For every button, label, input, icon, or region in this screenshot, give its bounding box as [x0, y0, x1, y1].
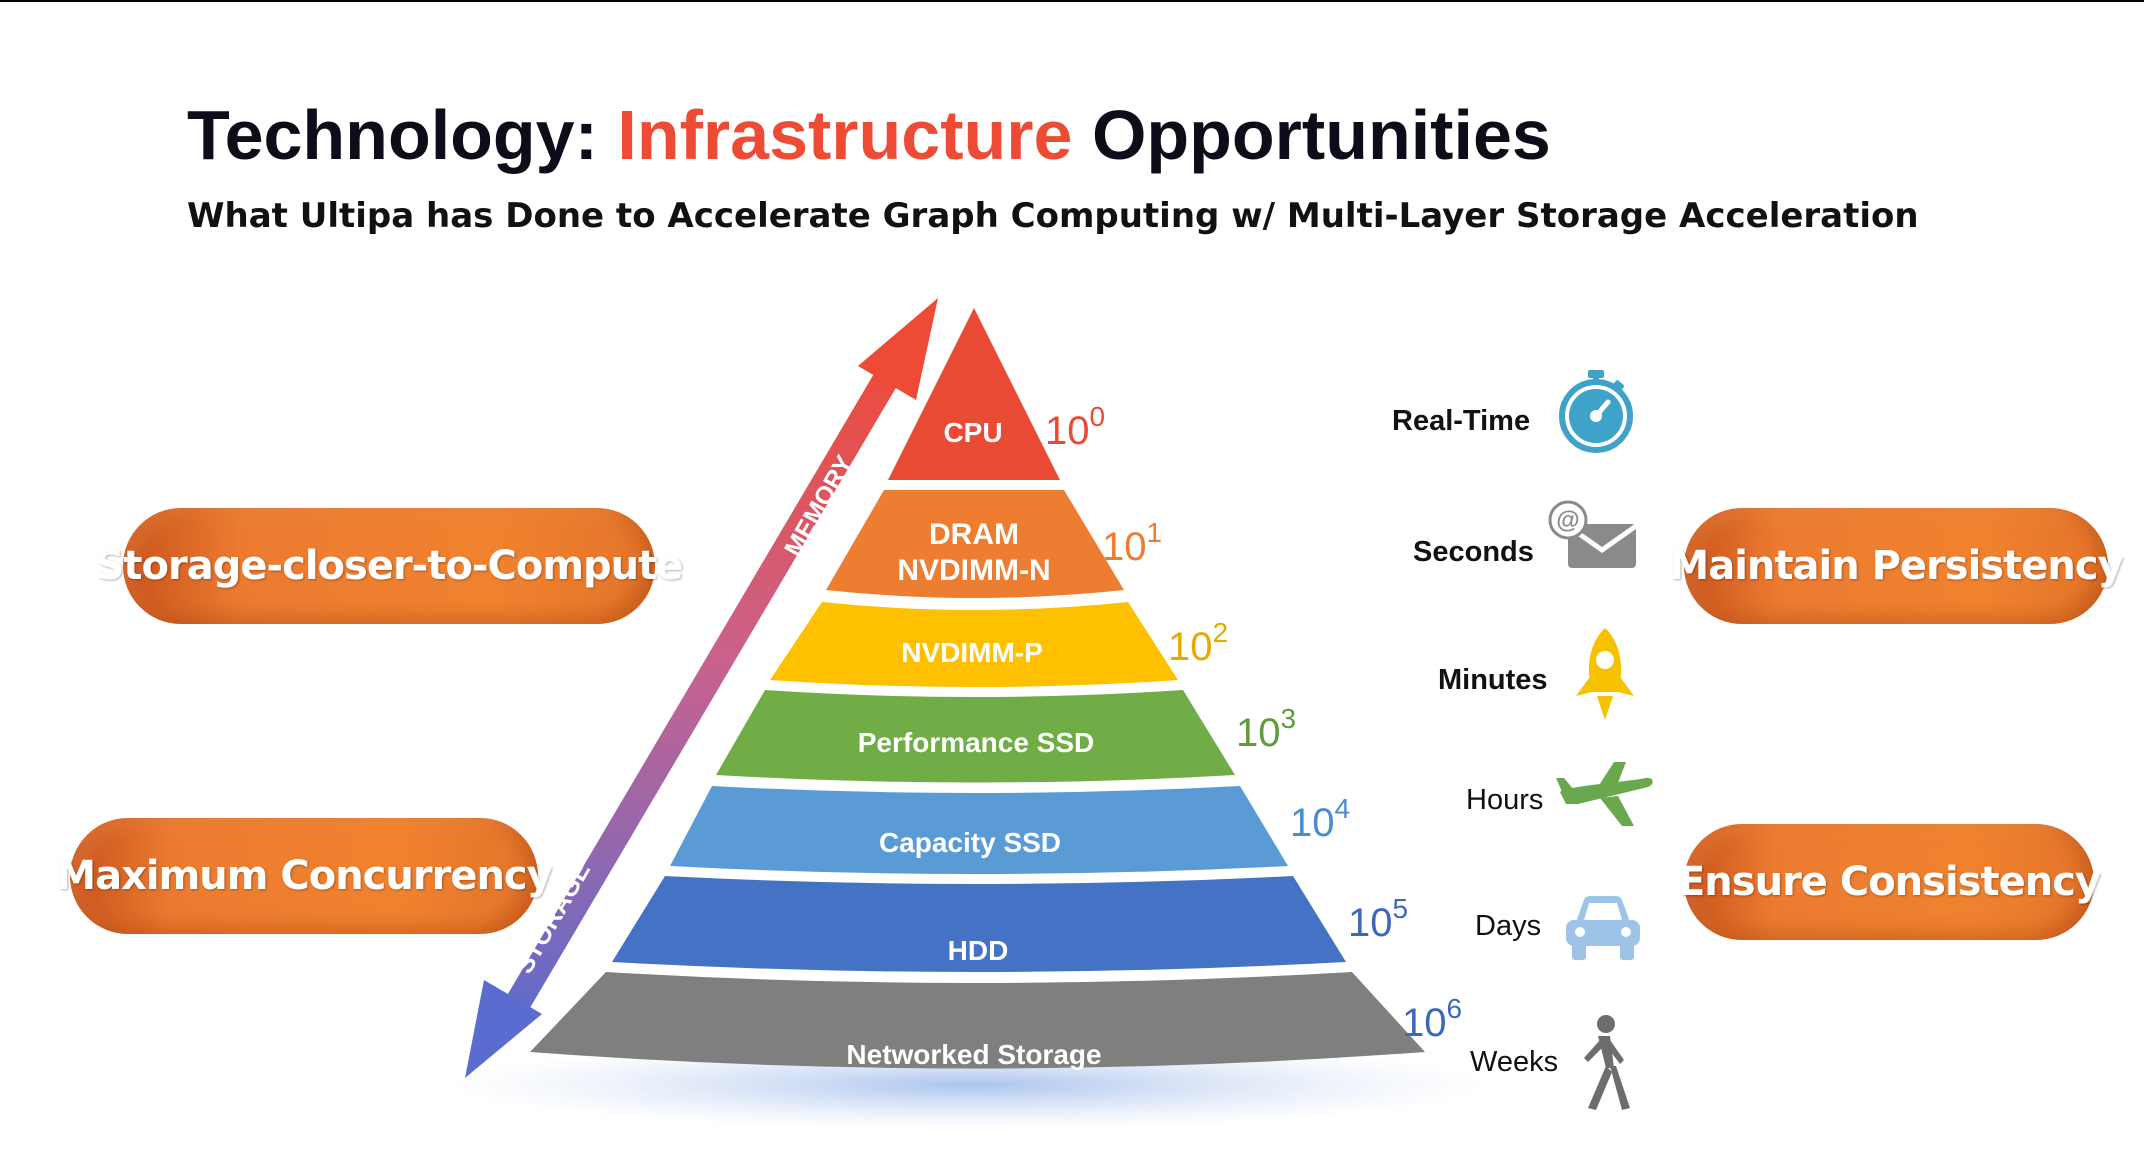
top-border [0, 0, 2144, 2]
email-icon: @ [1548, 500, 1638, 568]
layer-performance-ssd: Performance SSD [716, 690, 1235, 783]
magnitude-label: 101 [1102, 517, 1162, 569]
layer-shape [530, 972, 1425, 1069]
layer-label: CPU [943, 417, 1002, 448]
layer-label: HDD [948, 935, 1009, 966]
title-accent: Infrastructure [617, 96, 1073, 174]
time-label-weeks: Weeks [1470, 1046, 1559, 1078]
title-prefix: Technology: [187, 96, 598, 174]
magnitude-label: 100 [1045, 401, 1105, 453]
car-icon [1566, 896, 1640, 960]
layer-label: Capacity SSD [879, 827, 1061, 858]
layer-capacity-ssd: Capacity SSD [670, 786, 1288, 874]
time-label-seconds: Seconds [1413, 536, 1534, 568]
layer-shape [888, 308, 1060, 480]
pill-maintain-persistency: Maintain Persistency [1669, 508, 2124, 624]
layer-label: Networked Storage [846, 1039, 1101, 1070]
pill-ensure-consistency: Ensure Consistency [1678, 824, 2101, 940]
title-suffix: Opportunities [1091, 96, 1551, 174]
layer-shape [612, 876, 1346, 972]
magnitude-label: 106 [1402, 993, 1462, 1045]
layer-dram: DRAM NVDIMM-N [826, 490, 1124, 598]
rocket-icon [1576, 628, 1634, 720]
layer-label: Performance SSD [858, 727, 1095, 758]
page-subtitle: What Ultipa has Done to Accelerate Graph… [187, 196, 1919, 236]
arrow-head-top [858, 298, 938, 400]
walking-person-icon [1584, 1015, 1630, 1110]
layer-shape [716, 690, 1235, 783]
time-label-real-time: Real-Time [1392, 405, 1531, 437]
layer-cpu: CPU [888, 308, 1060, 480]
layer-hdd: HDD [612, 876, 1346, 972]
layer-shape [770, 602, 1178, 687]
pill-storage-closer-to-compute: Storage-closer-to-Compute [96, 508, 683, 624]
order-of-magnitude-labels: 100 101 102 103 104 105 106 [1045, 401, 1462, 1045]
svg-text:@: @ [1556, 507, 1579, 534]
layer-label: NVDIMM-P [901, 637, 1043, 668]
time-label-hours: Hours [1466, 784, 1544, 816]
page-title: Technology: Infrastructure Opportunities [187, 95, 1551, 175]
magnitude-label: 102 [1168, 617, 1228, 669]
memory-storage-arrow [465, 298, 938, 1078]
arrow-shaft [489, 350, 910, 1040]
pill-maximum-concurrency: Maximum Concurrency [56, 818, 553, 934]
time-label-days: Days [1475, 910, 1542, 942]
layer-label: DRAM [929, 518, 1019, 551]
layer-networked-storage: Networked Storage [530, 972, 1425, 1070]
time-label-minutes: Minutes [1438, 664, 1548, 696]
airplane-icon [1556, 762, 1653, 826]
layer-nvdimm-p: NVDIMM-P [770, 602, 1178, 687]
magnitude-label: 103 [1236, 703, 1296, 755]
layer-shape [670, 786, 1288, 874]
magnitude-label: 104 [1290, 793, 1350, 845]
layer-label-2: NVDIMM-N [897, 554, 1050, 587]
arrow-head-bottom [465, 980, 542, 1078]
stopwatch-icon [1559, 370, 1633, 453]
magnitude-label: 105 [1348, 893, 1408, 945]
layer-shape [826, 490, 1124, 598]
